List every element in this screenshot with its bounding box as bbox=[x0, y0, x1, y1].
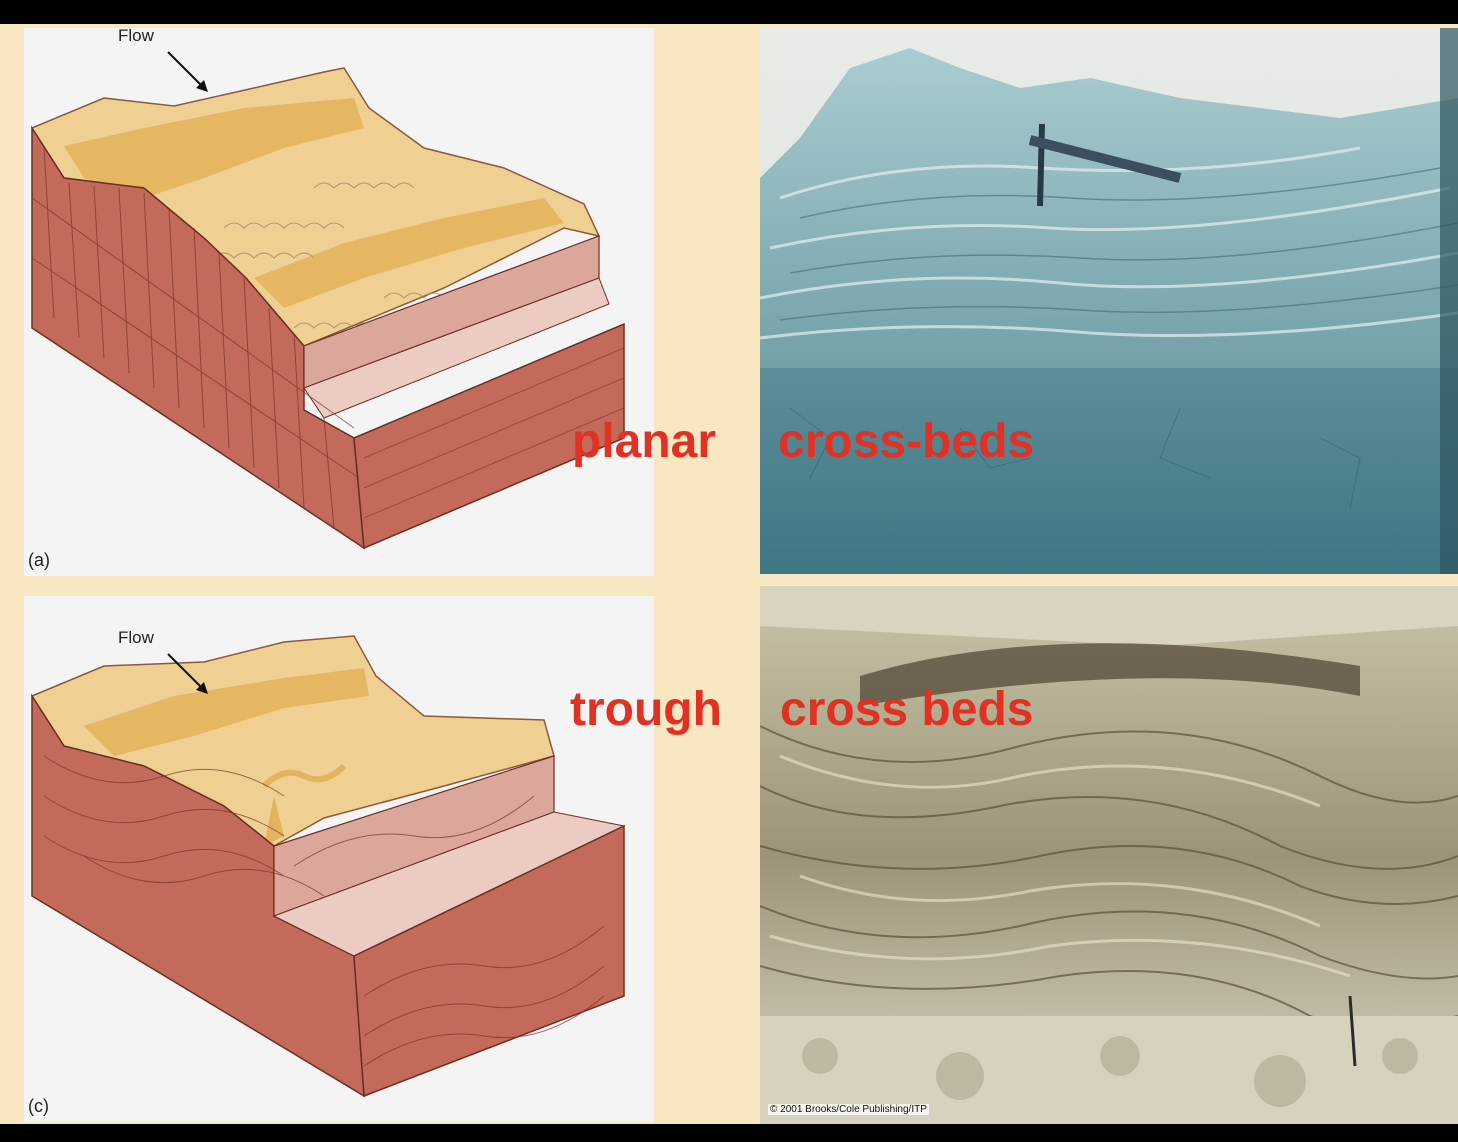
slide: Flow (a) bbox=[0, 24, 1458, 1124]
planar-crossbeds-photo bbox=[760, 28, 1458, 574]
trough-crossbed-diagram: Flow (c) bbox=[24, 596, 654, 1122]
panel-letter-a: (a) bbox=[28, 550, 50, 570]
outcrop-photo-planar bbox=[760, 28, 1458, 574]
panel-letter-c: (c) bbox=[28, 1096, 49, 1116]
trough-cross-beds-label: cross beds bbox=[780, 683, 1034, 736]
outcrop-photo-trough bbox=[760, 586, 1458, 1124]
planar-cross-beds-label: cross-beds bbox=[778, 415, 1035, 468]
trough-block-illustration bbox=[30, 635, 626, 1098]
flow-arrow-icon bbox=[167, 51, 208, 92]
trough-crossbeds-photo bbox=[760, 586, 1458, 1124]
planar-block-illustration bbox=[30, 67, 625, 550]
trough-label: trough bbox=[570, 683, 722, 736]
flow-arrow-icon bbox=[167, 653, 208, 694]
copyright-notice: © 2001 Brooks/Cole Publishing/ITP bbox=[768, 1104, 929, 1115]
flow-label: Flow bbox=[118, 628, 154, 647]
planar-crossbed-diagram: Flow (a) bbox=[24, 26, 654, 576]
flow-label: Flow bbox=[118, 26, 154, 45]
planar-label: planar bbox=[572, 415, 717, 468]
